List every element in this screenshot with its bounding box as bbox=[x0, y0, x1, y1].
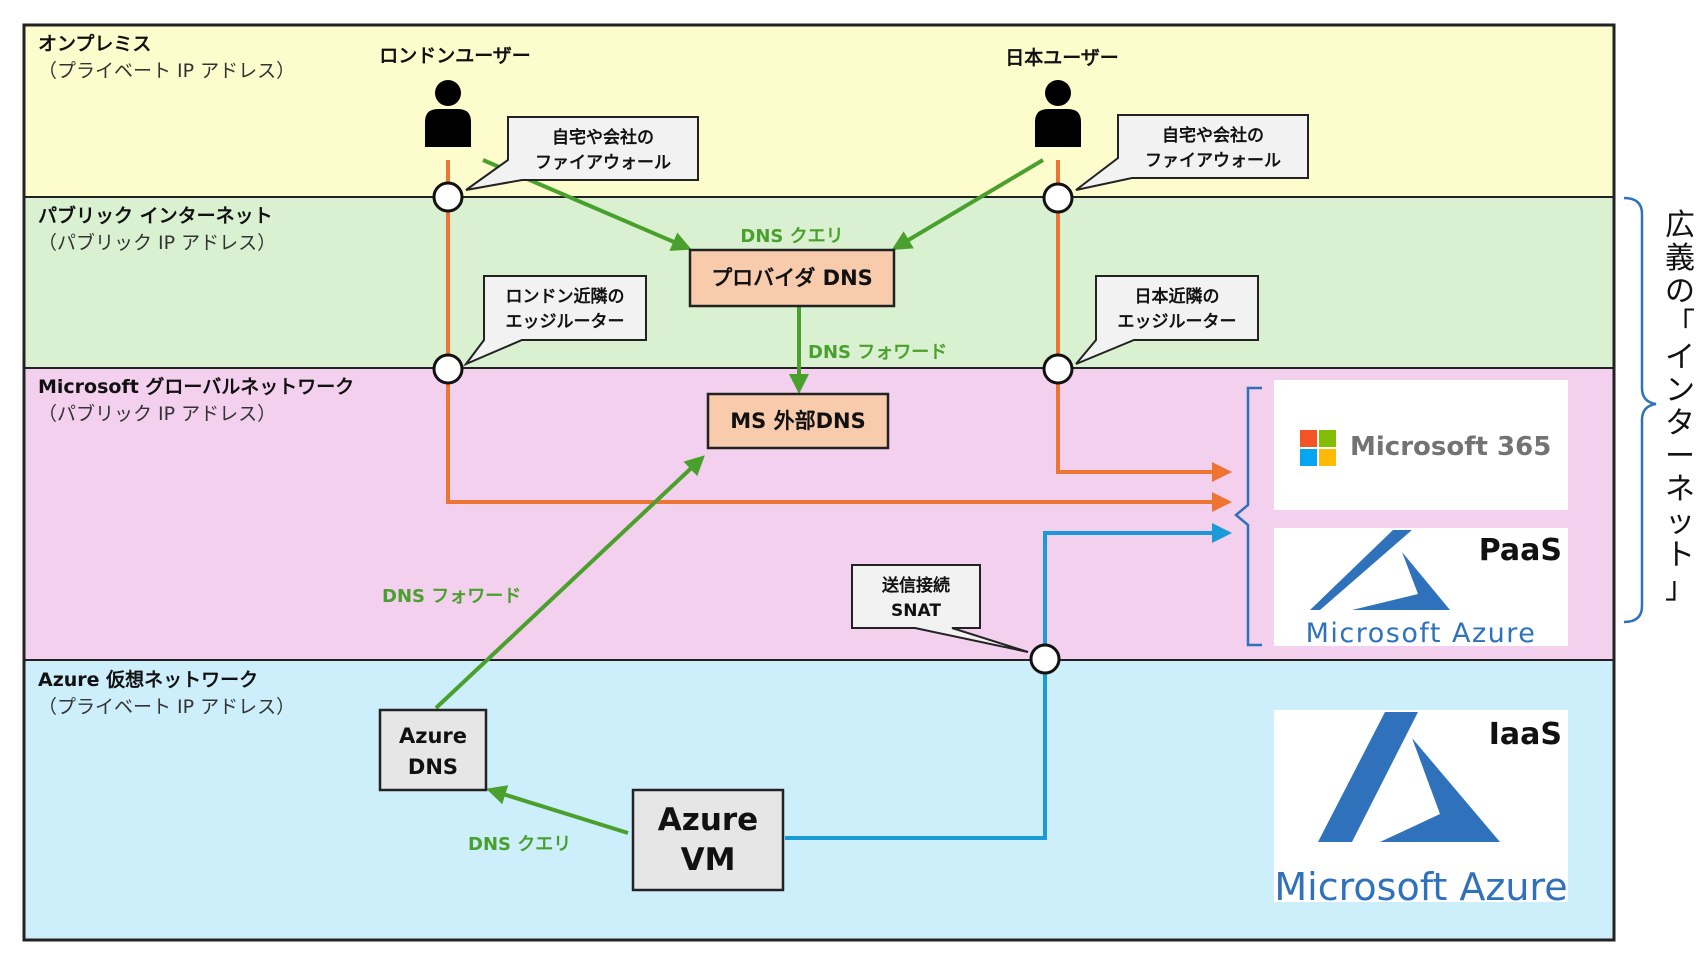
london-edge-callout: ロンドン近隣の エッジルーター bbox=[462, 275, 647, 367]
microsoft-logo-icon bbox=[1300, 430, 1336, 466]
dns-forward-label-left: DNS フォワード bbox=[382, 586, 521, 607]
svg-text:日本近隣の: 日本近隣の bbox=[1135, 286, 1220, 307]
svg-text:Azure: Azure bbox=[658, 802, 758, 838]
zone-vnet-title: Azure 仮想ネットワーク bbox=[38, 668, 258, 691]
zone-onprem-subtitle: （プライベート IP アドレス） bbox=[38, 60, 295, 82]
svg-text:Azure: Azure bbox=[399, 724, 467, 748]
vm-outbound-path bbox=[785, 523, 1232, 840]
svg-text:自宅や会社の: 自宅や会社の bbox=[1162, 125, 1264, 146]
svg-text:ファイアウォール: ファイアウォール bbox=[535, 153, 671, 173]
svg-text:SNAT: SNAT bbox=[891, 601, 941, 621]
london-traffic-path bbox=[446, 160, 1232, 512]
snat-callout: 送信接続 SNAT bbox=[851, 564, 1029, 653]
zone-internet-subtitle: （パブリック IP アドレス） bbox=[38, 231, 276, 254]
japan-fw-node bbox=[1042, 182, 1074, 214]
snat-node bbox=[1029, 643, 1061, 675]
internet-brace bbox=[1623, 196, 1657, 624]
zone-onprem-title: オンプレミス bbox=[38, 32, 151, 55]
zone-msnet-title: Microsoft グローバルネットワーク bbox=[38, 375, 354, 398]
iaas-card: IaaS Microsoft Azure bbox=[1274, 710, 1568, 909]
services-bracket bbox=[1234, 386, 1262, 647]
zone-vnet-subtitle: （プライベート IP アドレス） bbox=[38, 696, 295, 718]
zone-internet-title: パブリック インターネット bbox=[38, 204, 273, 227]
london-user-label: ロンドンユーザー bbox=[379, 45, 531, 67]
azure-dns-forward-arrow bbox=[434, 455, 705, 710]
dns-query-label-top: DNS クエリ bbox=[740, 226, 843, 247]
zone-msnet-subtitle: （パブリック IP アドレス） bbox=[38, 402, 276, 425]
zone-onprem bbox=[24, 25, 1614, 197]
svg-text:DNS: DNS bbox=[408, 755, 458, 779]
azure-logo-large-icon bbox=[1318, 712, 1500, 842]
svg-text:ファイアウォール: ファイアウォール bbox=[1145, 151, 1281, 171]
paas-card: PaaS Microsoft Azure bbox=[1274, 528, 1568, 649]
azure-dns-box: Azure DNS bbox=[378, 708, 488, 792]
paas-logo-text: Microsoft Azure bbox=[1306, 618, 1537, 649]
london-firewall-callout: 自宅や会社の ファイアウォール bbox=[465, 116, 699, 191]
japan-user-label: 日本ユーザー bbox=[1005, 46, 1119, 69]
svg-text:エッジルーター: エッジルーター bbox=[506, 312, 625, 332]
svg-text:MS 外部DNS: MS 外部DNS bbox=[730, 409, 865, 433]
japan-firewall-callout: 自宅や会社の ファイアウォール bbox=[1075, 114, 1309, 191]
dns-forward-label-mid: DNS フォワード bbox=[808, 342, 947, 363]
london-edge-node bbox=[432, 353, 464, 385]
diagram-frame bbox=[22, 23, 1616, 942]
london-fw-node bbox=[432, 181, 464, 213]
svg-text:プロバイダ DNS: プロバイダ DNS bbox=[711, 266, 873, 290]
svg-text:送信接続: 送信接続 bbox=[882, 575, 950, 596]
japan-dns-query-arrow bbox=[891, 158, 1045, 251]
japan-edge-node bbox=[1042, 353, 1074, 385]
svg-text:自宅や会社の: 自宅や会社の bbox=[552, 127, 654, 148]
svg-text:ロンドン近隣の: ロンドン近隣の bbox=[506, 286, 625, 307]
japan-traffic-path bbox=[1056, 160, 1232, 482]
london-user-icon bbox=[425, 80, 471, 147]
iaas-logo-text: Microsoft Azure bbox=[1274, 865, 1567, 909]
iaas-tag: IaaS bbox=[1489, 717, 1562, 752]
dns-query-label-bottom: DNS クエリ bbox=[468, 834, 571, 855]
svg-text:エッジルーター: エッジルーター bbox=[1118, 312, 1237, 332]
svg-text:VM: VM bbox=[681, 842, 736, 878]
vm-dns-query-arrow bbox=[486, 785, 629, 835]
ms-external-dns-box: MS 外部DNS bbox=[706, 392, 890, 450]
paas-tag: PaaS bbox=[1479, 533, 1562, 568]
microsoft-365-card: Microsoft 365 bbox=[1274, 380, 1568, 510]
broad-internet-label: 広義の「インターネット」 bbox=[1665, 208, 1695, 606]
japan-user-icon bbox=[1035, 80, 1081, 147]
azure-logo-icon bbox=[1310, 530, 1450, 610]
japan-edge-callout: 日本近隣の エッジルーター bbox=[1075, 275, 1259, 365]
provider-dns-box: プロバイダ DNS bbox=[688, 248, 896, 308]
m365-text: Microsoft 365 bbox=[1350, 432, 1551, 462]
azure-vm-box: Azure VM bbox=[631, 788, 785, 892]
